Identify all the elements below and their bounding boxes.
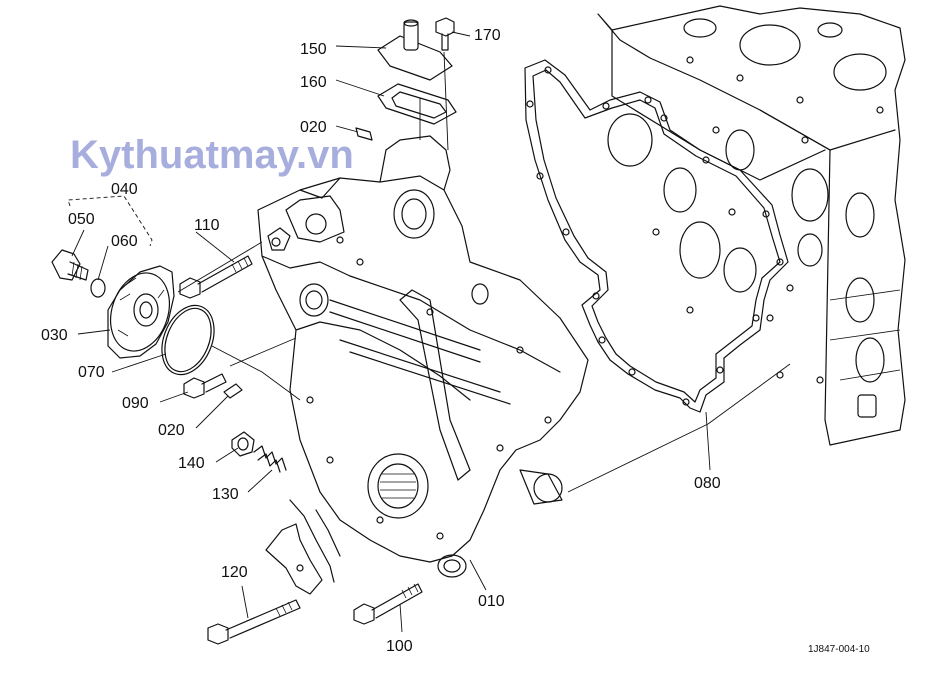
gasket-160: [377, 83, 457, 125]
pin-020-upper: [355, 127, 373, 141]
part-label-090: 090: [122, 395, 149, 412]
bolt-110: [179, 255, 253, 299]
part-label-030: 030: [41, 327, 68, 344]
watermark: Kythuatmay.vn: [70, 133, 354, 177]
part-label-080: 080: [694, 475, 721, 492]
alignment-line-1: [177, 241, 263, 293]
part-label-050: 050: [68, 211, 95, 228]
alignment-line-6: [567, 423, 709, 493]
bolt-120: [207, 599, 301, 645]
leader-lines: [71, 31, 711, 633]
bolt-170: [435, 17, 455, 51]
gasket-080: [524, 59, 789, 413]
cover-150: [377, 19, 453, 81]
part-label-150: 150: [300, 41, 327, 58]
part-label-040: 040: [111, 181, 138, 198]
part-label-020-lower: 020: [158, 422, 185, 439]
part-label-060: 060: [111, 233, 138, 250]
bolt-090: [183, 373, 227, 399]
part-label-170: 170: [474, 27, 501, 44]
reference-code: 1J847-004-10: [808, 644, 870, 655]
alignment-line-4: [443, 51, 449, 151]
o-ring-060: [90, 278, 106, 298]
part-label-160: 160: [300, 74, 327, 91]
bolt-100: [353, 583, 423, 625]
part-label-010: 010: [478, 593, 505, 610]
engine-block: [597, 5, 906, 446]
part-label-130: 130: [212, 486, 239, 503]
bolt-050: [51, 249, 89, 281]
part-label-110: 110: [194, 217, 220, 234]
o-ring-070: [161, 304, 215, 376]
alignment-line-2: [211, 345, 301, 401]
part-label-070: 070: [78, 364, 105, 381]
alignment-line-3: [229, 337, 297, 367]
oil-pump-030: [107, 265, 175, 359]
pin-020-lower: [223, 383, 243, 399]
spring-130: [253, 445, 287, 473]
part-label-140: 140: [178, 455, 205, 472]
alignment-line-7: [707, 363, 791, 425]
part-label-020-upper: 020: [300, 119, 327, 136]
part-label-120: 120: [221, 564, 248, 581]
gear-case-010: [257, 135, 589, 578]
part-label-100: 100: [386, 638, 413, 655]
bracket-lower-left: [265, 499, 341, 595]
bushing-140: [231, 431, 255, 457]
